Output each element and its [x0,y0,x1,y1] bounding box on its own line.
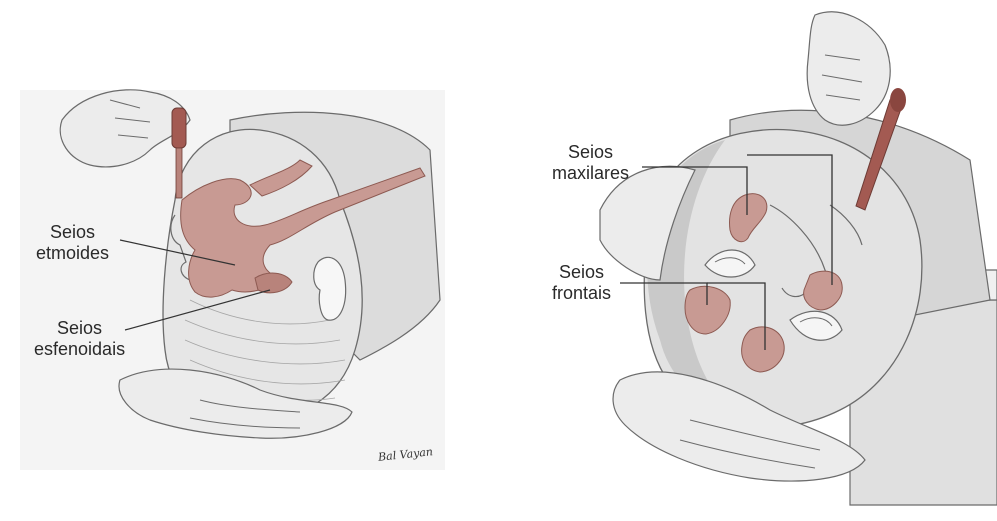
frontal-label: Seios frontais [552,262,611,304]
sphenoid-label-line1: Seios [34,318,125,339]
dropper-tube [176,148,182,198]
frontal-label-line1: Seios [552,262,611,283]
maxillary-label-line2: maxilares [552,163,629,184]
ethmoid-label: Seios etmoides [36,222,109,264]
ethmoid-label-line2: etmoides [36,243,109,264]
frontal-label-line2: frontais [552,283,611,304]
maxillary-label-line1: Seios [552,142,629,163]
upper-hand [807,12,890,125]
dropper-bulb [890,88,906,112]
maxillary-label: Seios maxilares [552,142,629,184]
frontal-head-illustration [470,0,997,521]
ethmoid-label-line1: Seios [36,222,109,243]
left-illustration-panel: Seios etmoides Seios esfenoidais Bal Vay… [0,0,470,521]
sphenoid-label-line2: esfenoidais [34,339,125,360]
dropper-bulb [172,108,186,148]
sphenoid-label: Seios esfenoidais [34,318,125,360]
right-illustration-panel: Seios maxilares Seios frontais [470,0,997,521]
